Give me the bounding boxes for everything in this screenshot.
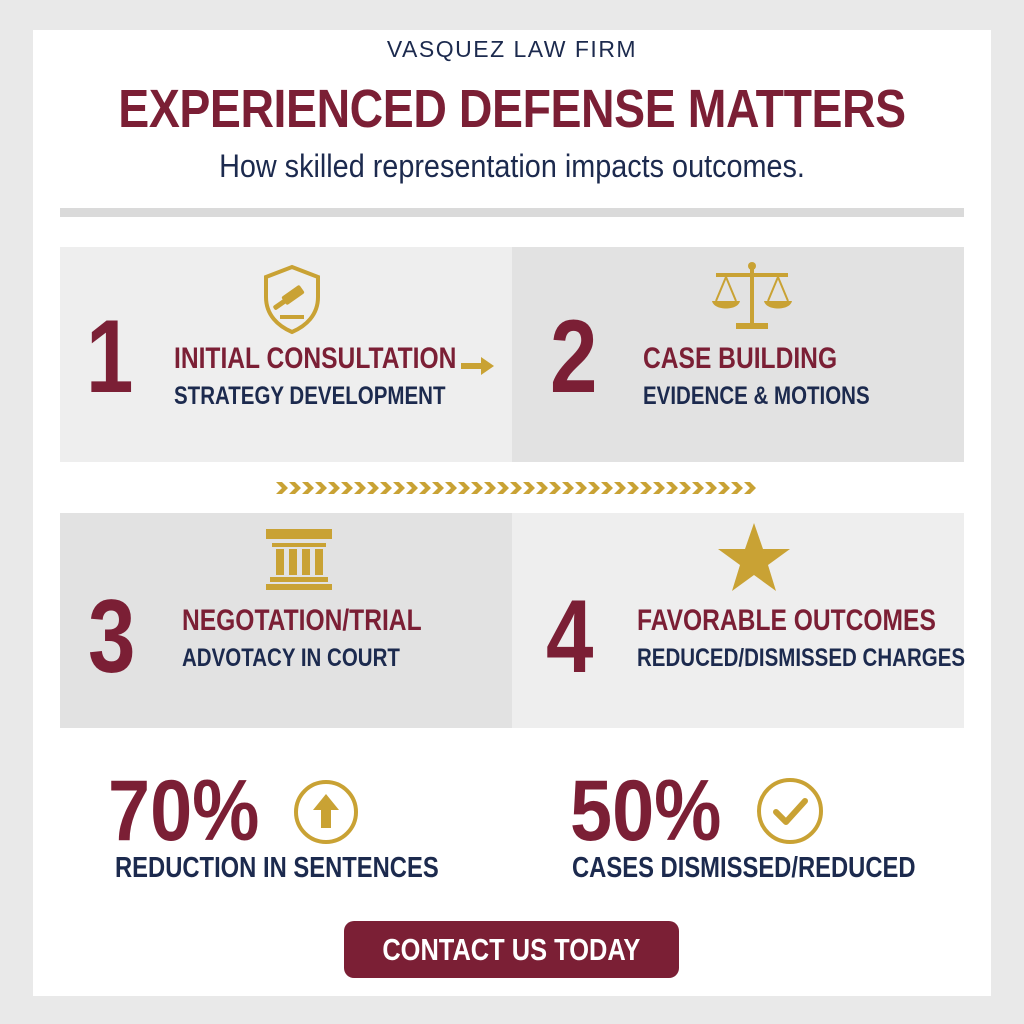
step-number: 3 bbox=[88, 579, 136, 695]
stat-value: 50% bbox=[570, 763, 722, 859]
step-panel-4: 4 FAVORABLE OUTCOMES REDUCED/DISMISSED C… bbox=[512, 513, 966, 728]
shield-gavel-icon bbox=[264, 264, 320, 335]
step-subtitle: ADVOTACY IN COURT bbox=[182, 644, 400, 672]
step-subtitle: EVIDENCE & MOTIONS bbox=[643, 382, 870, 410]
page-subtitle: How skilled representation impacts outco… bbox=[219, 148, 805, 184]
star-icon bbox=[718, 523, 790, 591]
step-number: 4 bbox=[546, 579, 594, 695]
firm-name: VASQUEZ LAW FIRM bbox=[386, 36, 638, 62]
page-title: EXPERIENCED DEFENSE MATTERS bbox=[118, 79, 906, 139]
stat-label: REDUCTION IN SENTENCES bbox=[115, 852, 439, 884]
step-title: CASE BUILDING bbox=[643, 342, 838, 375]
step-title: NEGOTATION/TRIAL bbox=[182, 604, 422, 637]
courthouse-icon bbox=[266, 529, 332, 590]
contact-us-button[interactable]: CONTACT US TODAY bbox=[344, 921, 679, 978]
step-title: FAVORABLE OUTCOMES bbox=[637, 604, 936, 637]
step-number: 2 bbox=[550, 299, 598, 415]
step-title: INITIAL CONSULTATION bbox=[174, 342, 457, 375]
arrow-up-circle-icon bbox=[294, 780, 358, 844]
step-panel-3: 3 NEGOTATION/TRIAL ADVOTACY IN COURT bbox=[60, 513, 512, 728]
step-subtitle: REDUCED/DISMISSED CHARGES bbox=[637, 644, 966, 672]
step-panel-1: 1 INITIAL CONSULTATION STRATEGY DEVELOPM… bbox=[60, 247, 512, 462]
stat-label: CASES DISMISSED/REDUCED bbox=[572, 852, 916, 884]
progress-chevrons-icon bbox=[276, 482, 756, 494]
stat-value: 70% bbox=[108, 763, 260, 859]
step-number: 1 bbox=[86, 299, 134, 415]
header-divider bbox=[60, 208, 964, 217]
arrow-right-icon bbox=[461, 357, 494, 375]
step-subtitle: STRATEGY DEVELOPMENT bbox=[174, 382, 446, 410]
scales-icon bbox=[712, 262, 792, 329]
checkmark-circle-icon bbox=[757, 778, 823, 844]
contact-us-label: CONTACT US TODAY bbox=[382, 931, 641, 967]
step-panel-2: 2 CASE BUILDING EVIDENCE & MOTIONS bbox=[512, 247, 964, 462]
